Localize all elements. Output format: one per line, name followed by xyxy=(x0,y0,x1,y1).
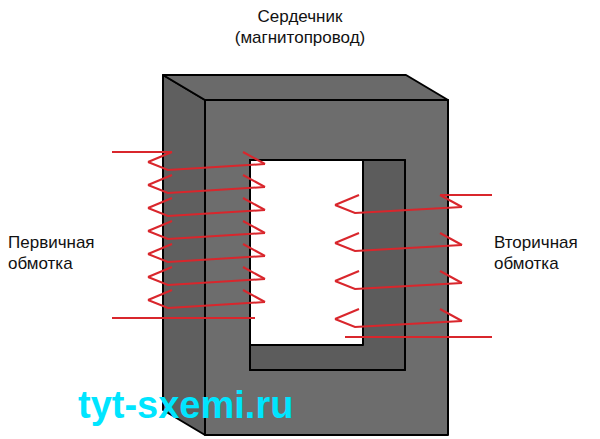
winding-turn-front xyxy=(148,254,265,262)
winding-lead xyxy=(112,151,172,153)
winding-turn-back xyxy=(440,271,462,283)
winding-turn-front xyxy=(335,319,462,327)
winding-lead xyxy=(345,336,492,338)
winding-turn-back xyxy=(440,309,462,321)
windings xyxy=(112,152,492,337)
winding-turn-back xyxy=(148,221,172,231)
winding-turn-back xyxy=(243,198,265,210)
core-side-face xyxy=(163,75,205,435)
winding-turn-front xyxy=(148,185,265,193)
winding-turn-back xyxy=(243,267,265,279)
winding-turn-back xyxy=(243,221,265,233)
winding-lead xyxy=(112,317,255,319)
winding-lead xyxy=(440,194,492,196)
winding-turn-back xyxy=(148,244,172,254)
watermark: tyt-sxemi.ru xyxy=(78,382,398,430)
core-top-face xyxy=(163,75,448,100)
transformer-core xyxy=(163,75,448,435)
winding-turn-back xyxy=(148,198,172,208)
winding-turn-front xyxy=(335,281,462,289)
winding-turn-front xyxy=(148,300,265,308)
winding-turn-back xyxy=(148,152,172,162)
winding-turn-front xyxy=(335,205,462,213)
winding-turn-front xyxy=(148,231,265,239)
winding-turn-front xyxy=(148,277,265,285)
winding-turn-back xyxy=(335,271,359,281)
winding-turn-back xyxy=(243,290,265,302)
winding-turn-front xyxy=(148,208,265,216)
winding-turn-back xyxy=(243,244,265,256)
winding-turn-back xyxy=(243,152,265,164)
winding-turn-front xyxy=(335,243,462,251)
winding-turn-back xyxy=(440,195,462,207)
core-label: Сердечник (магнитопровод) xyxy=(220,6,380,49)
winding-turn-back xyxy=(148,290,172,300)
core-window xyxy=(250,160,363,345)
core-window-inner-wall xyxy=(250,160,405,370)
primary-winding-label: Первичная обмотка xyxy=(8,232,118,275)
winding-turn-front xyxy=(148,162,265,170)
winding-turn-back xyxy=(335,309,359,319)
winding-turn-back xyxy=(148,267,172,277)
winding-turn-back xyxy=(440,233,462,245)
winding-turn-back xyxy=(243,175,265,187)
secondary-winding-label: Вторичная обмотка xyxy=(494,232,594,275)
winding-turn-back xyxy=(148,175,172,185)
winding-turn-back xyxy=(335,195,359,205)
winding-turn-back xyxy=(335,233,359,243)
